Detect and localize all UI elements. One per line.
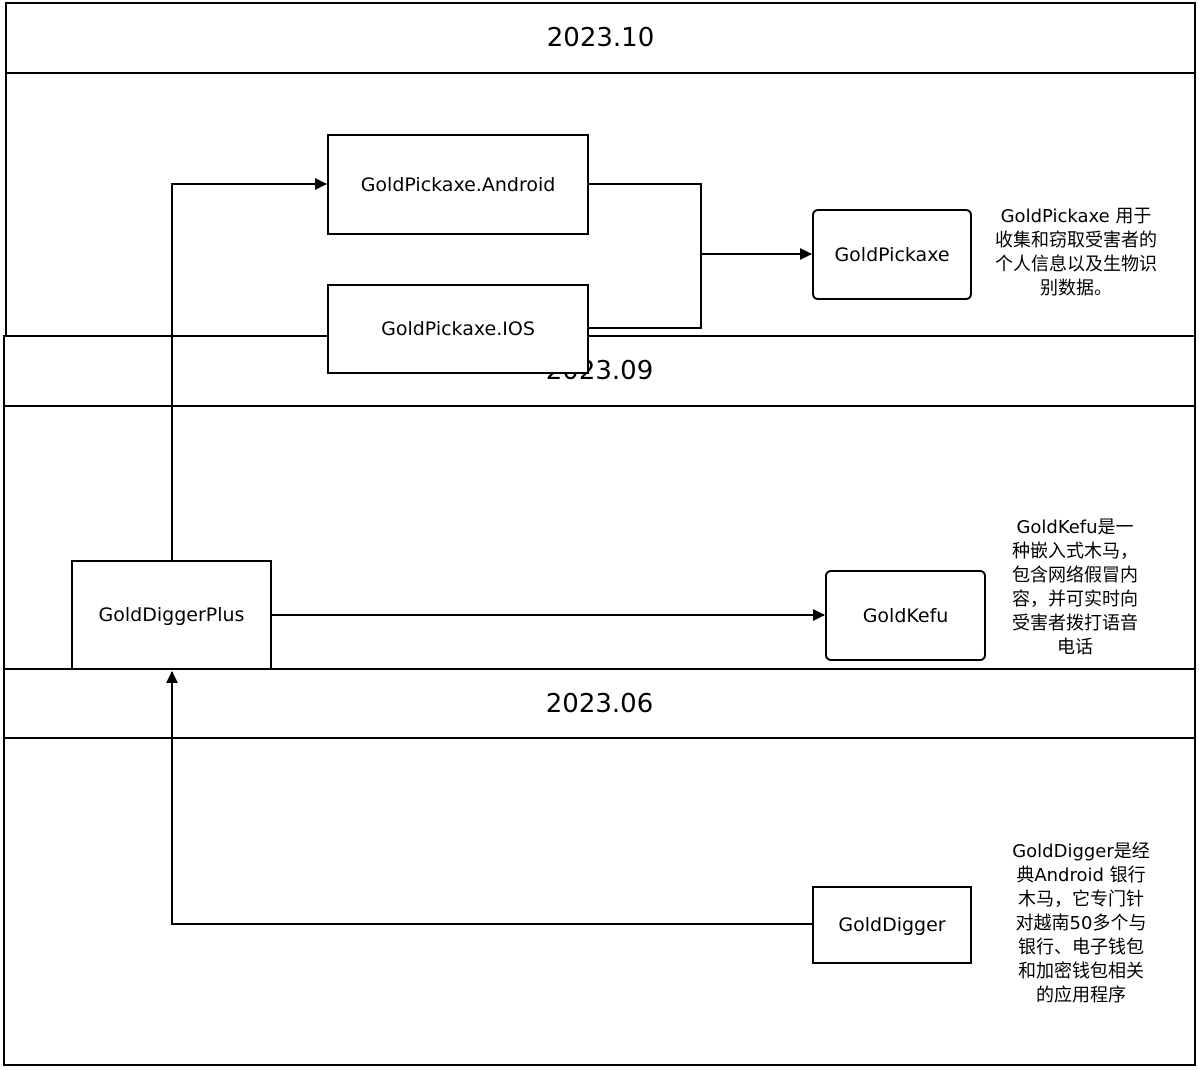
node-goldpickaxe-android: GoldPickaxe.Android <box>327 134 589 235</box>
note-goldkefu: GoldKefu是一 种嵌入式木马， 包含网络假冒内 容，并可实时向 受害者拨打… <box>1012 517 1138 658</box>
lane-title-2023-10: 2023.10 <box>7 4 1194 74</box>
lane-2023-10: 2023.10 <box>5 2 1196 338</box>
node-goldpickaxe: GoldPickaxe <box>812 209 972 300</box>
node-goldpickaxe-ios: GoldPickaxe.IOS <box>327 284 589 374</box>
node-golddiggerplus: GoldDiggerPlus <box>71 560 272 670</box>
note-goldpickaxe: GoldPickaxe 用于 收集和窃取受害者的 个人信息以及生物识 别数据。 <box>995 206 1157 299</box>
node-goldkefu: GoldKefu <box>825 570 986 661</box>
node-golddigger: GoldDigger <box>812 886 972 964</box>
lane-title-2023-09: 2023.09 <box>5 337 1194 407</box>
lane-title-2023-06: 2023.06 <box>5 670 1194 739</box>
note-golddigger: GoldDigger是经 典Android 银行 木马，它专门针 对越南50多个… <box>1012 841 1150 1006</box>
